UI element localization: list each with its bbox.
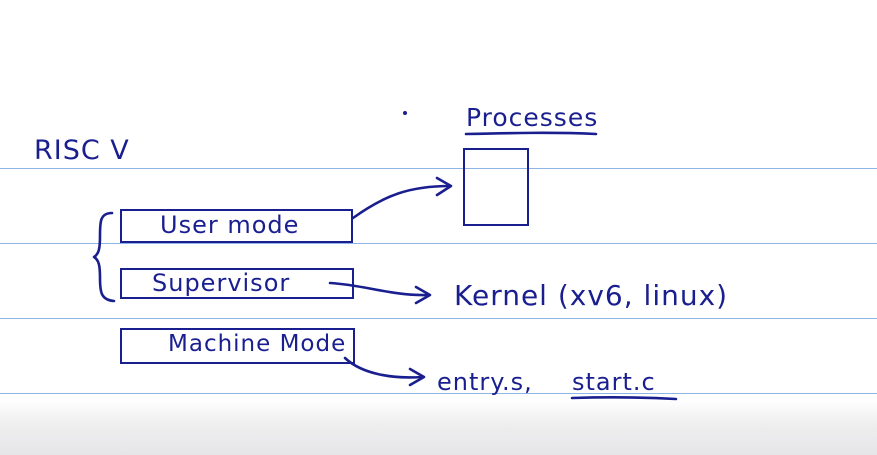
processes-underline [464, 131, 598, 136]
entry-arrowhead [408, 367, 426, 387]
start-c-label: start.c [572, 368, 656, 396]
kernel-arrowhead [414, 285, 432, 305]
kernel-label: Kernel (xv6, linux) [454, 279, 729, 312]
entry-s-label: entry.s, [437, 368, 533, 396]
ink-dot [403, 111, 407, 115]
machine-to-entry-arrow [343, 356, 424, 379]
machine-mode-label: Machine Mode [168, 331, 347, 357]
supervisor-to-kernel-arrow [328, 281, 430, 297]
ruled-line [0, 393, 877, 394]
risc-v-heading: RISC V [34, 135, 130, 166]
processes-label: Processes [466, 103, 599, 132]
process-box [463, 148, 529, 226]
ruled-line [0, 243, 877, 244]
bottom-shadow [0, 400, 877, 455]
curly-brace [92, 211, 116, 303]
user-mode-label: User mode [160, 211, 300, 239]
ruled-line [0, 168, 877, 169]
supervisor-mode-box [120, 268, 354, 299]
user-mode-box [120, 209, 353, 243]
start-underline [570, 396, 678, 401]
user-to-process-arrow [351, 184, 452, 220]
supervisor-mode-label: Supervisor [152, 269, 291, 297]
ruled-line [0, 318, 877, 319]
user-arrowhead [435, 176, 453, 197]
machine-mode-box [120, 328, 355, 364]
